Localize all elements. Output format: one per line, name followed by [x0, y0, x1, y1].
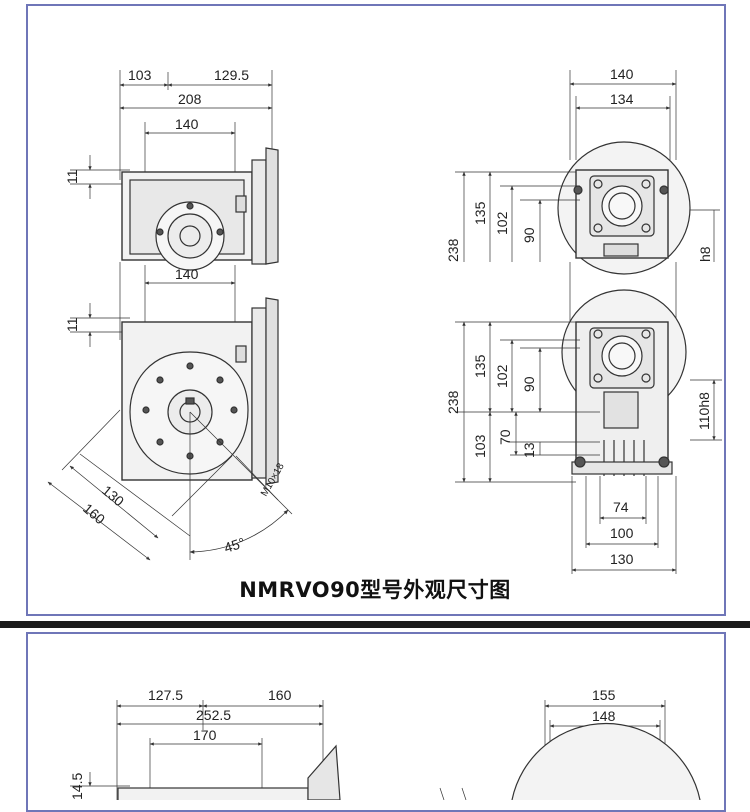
- dim-103: 103: [128, 67, 152, 83]
- front-view-bottom-gearbox: [455, 262, 722, 574]
- dim-102-a: 102: [494, 211, 510, 235]
- dim-135-a: 135: [472, 201, 488, 225]
- dim-13: 13: [521, 442, 537, 458]
- dim-252-5: 252.5: [196, 707, 231, 723]
- drawing-caption: NMRVO90型号外观尺寸图: [239, 578, 511, 602]
- dim-135-b: 135: [472, 354, 488, 378]
- front-view-top-gearbox: [455, 70, 720, 275]
- dim-170: 170: [193, 727, 217, 743]
- side-view-top-gearbox: [70, 70, 279, 340]
- dim-11-a: 11: [64, 169, 80, 184]
- dim-70: 70: [497, 429, 513, 445]
- dim-140-b: 140: [175, 266, 199, 282]
- dim-h8: h8: [697, 246, 713, 262]
- dim-11-b: 11: [64, 317, 80, 332]
- section-separator: [0, 621, 750, 628]
- side-view-bottom-gearbox: [47, 265, 293, 561]
- dim-102-b: 102: [494, 364, 510, 388]
- dim-148: 148: [592, 708, 616, 724]
- dim-74: 74: [613, 499, 629, 515]
- dim-103: 103: [472, 434, 488, 458]
- dim-140: 140: [610, 66, 634, 82]
- dim-90-a: 90: [521, 227, 537, 243]
- dim-127-5: 127.5: [148, 687, 183, 703]
- dim-100: 100: [610, 525, 634, 541]
- dimension-labels-top-front: 140 134 238 135 102 90 h8 238 135 102 90…: [445, 66, 713, 567]
- dim-129-5: 129.5: [214, 67, 249, 83]
- bottom-side-view: [70, 700, 341, 800]
- dim-130-front: 130: [610, 551, 634, 567]
- dim-160: 160: [80, 500, 108, 527]
- dim-238-b: 238: [445, 390, 461, 414]
- dim-134: 134: [610, 91, 634, 107]
- dim-160-bottom: 160: [268, 687, 292, 703]
- dim-14-5: 14.5: [69, 773, 85, 800]
- dim-45-deg: 45°: [222, 534, 247, 556]
- dim-238-a: 238: [445, 238, 461, 262]
- dim-208: 208: [178, 91, 202, 107]
- dim-140-a: 140: [175, 116, 199, 132]
- dim-155: 155: [592, 687, 616, 703]
- dim-90-b: 90: [521, 376, 537, 392]
- dim-110h8: 110h8: [696, 392, 712, 430]
- bottom-front-view: [439, 700, 701, 800]
- dimension-labels-bottom: 127.5 160 252.5 170 14.5 155 148: [69, 687, 616, 800]
